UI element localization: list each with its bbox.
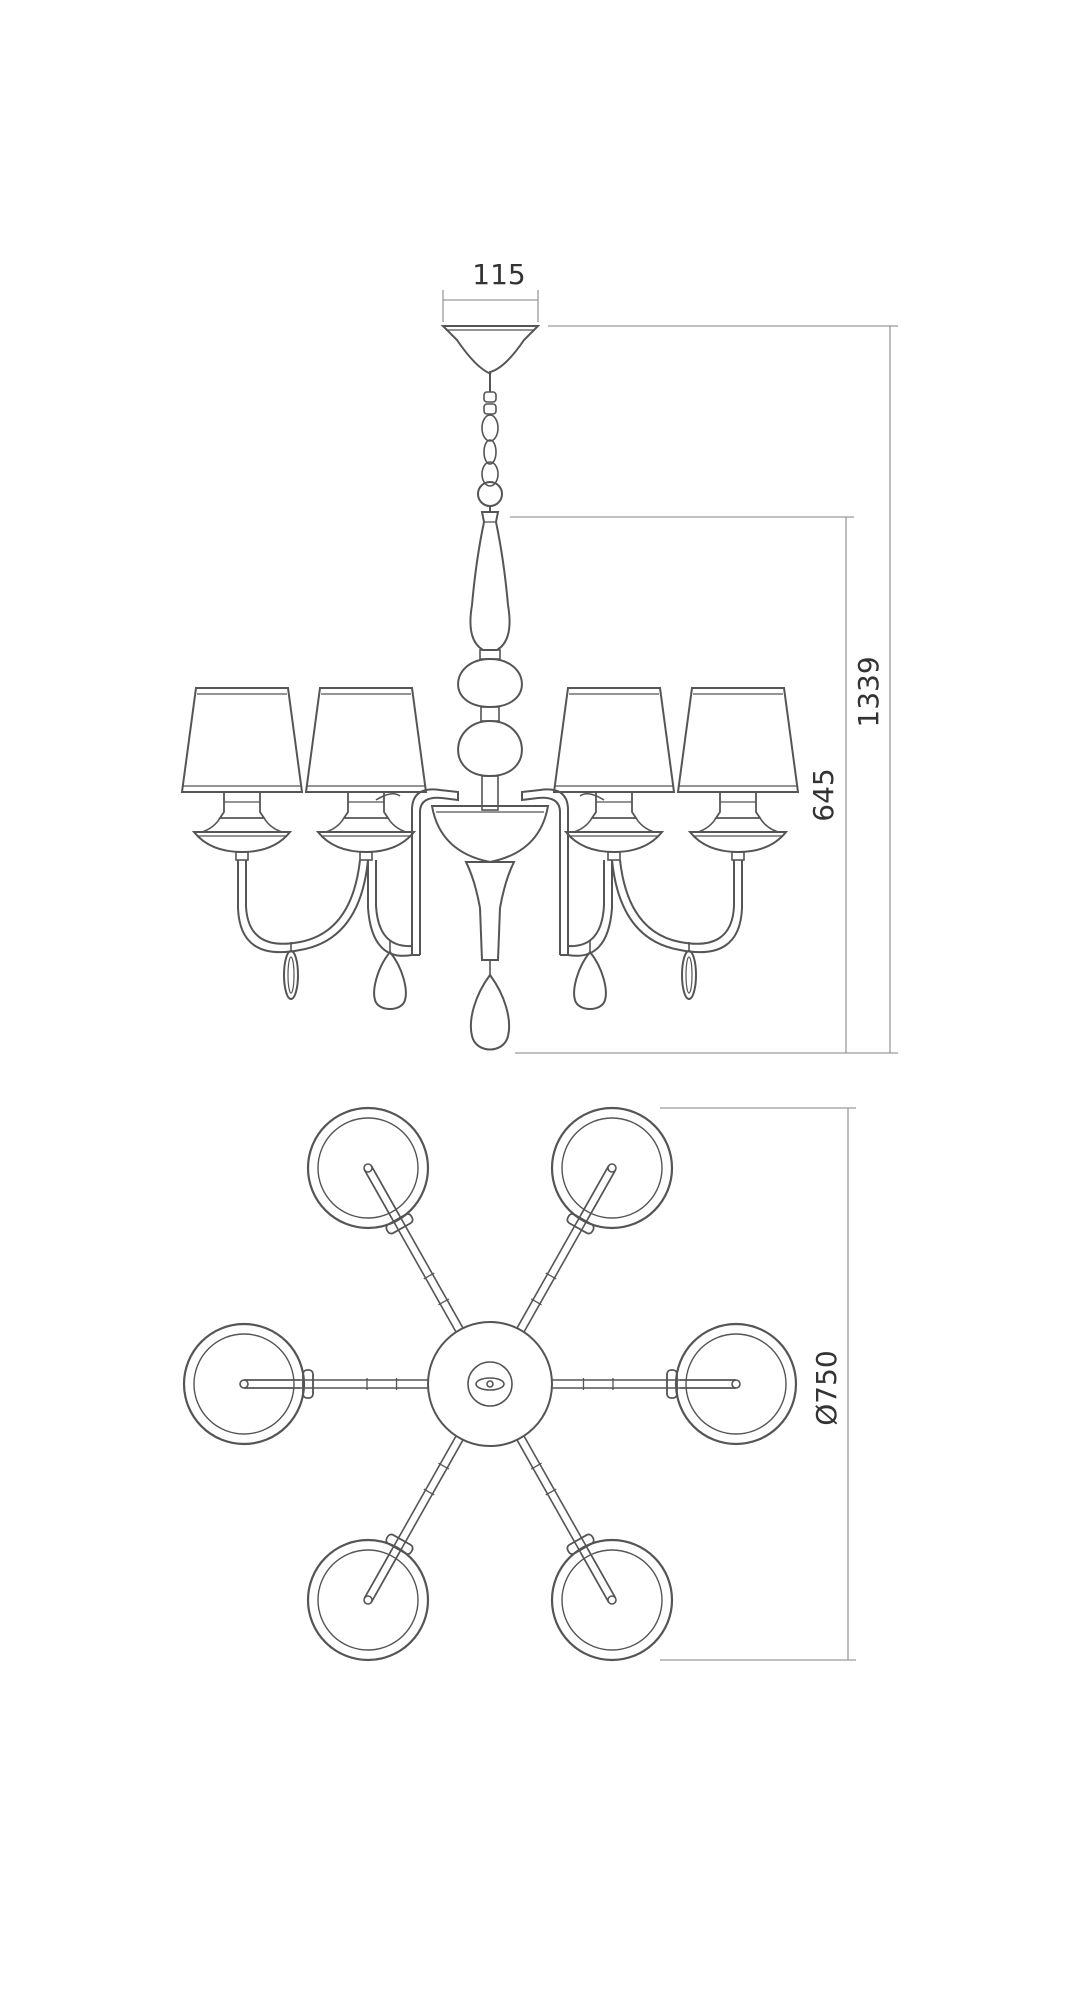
top-view-arm — [516, 1435, 617, 1603]
top-view-bobeche — [550, 1106, 674, 1235]
top-view-arm — [552, 1369, 736, 1399]
side-crystal-drop — [283, 942, 299, 1000]
lamp-unit — [304, 687, 428, 861]
lamp-unit — [180, 687, 304, 861]
ceiling-canopy — [440, 325, 541, 375]
dimension-diameter: Ø750 — [660, 1107, 856, 1661]
top-view-center-hub — [427, 1321, 553, 1447]
side-crystal-drop — [681, 942, 697, 1000]
top-view-arm — [363, 1435, 464, 1603]
suspension-chain — [477, 374, 503, 512]
dimension-annotations: 115 1339 645 Ø750 — [442, 258, 898, 1661]
lamp-unit — [552, 687, 676, 861]
top-view-bobeches — [182, 1106, 798, 1662]
side-view — [180, 325, 800, 1051]
body-height-label: 645 — [807, 768, 840, 821]
top-view — [182, 1106, 798, 1662]
dimension-body-height: 645 — [510, 516, 854, 1053]
side-crystal-drop — [573, 940, 607, 1010]
top-view-arm — [244, 1369, 428, 1399]
side-crystal-drops — [283, 940, 697, 1010]
top-view-bobeche — [306, 1106, 430, 1235]
top-view-bobeche — [666, 1322, 798, 1446]
top-view-arm — [516, 1165, 617, 1333]
top-view-bobeche — [550, 1533, 674, 1662]
top-view-arm — [363, 1165, 464, 1333]
lamp-units — [180, 687, 800, 861]
top-view-bobeche — [182, 1322, 314, 1446]
side-crystal-drop — [373, 940, 407, 1010]
central-column — [430, 511, 550, 975]
dimension-total-height: 1339 — [515, 325, 898, 1054]
top-view-bobeche — [306, 1533, 430, 1662]
central-crystal-drop — [469, 973, 511, 1051]
top-view-arms — [244, 1165, 736, 1603]
lamp-unit — [676, 687, 800, 861]
total-height-label: 1339 — [852, 656, 885, 727]
chandelier-arms — [237, 788, 743, 957]
diameter-label: Ø750 — [810, 1350, 843, 1425]
dimension-canopy-width: 115 — [442, 258, 539, 322]
canopy-width-label: 115 — [472, 258, 525, 291]
